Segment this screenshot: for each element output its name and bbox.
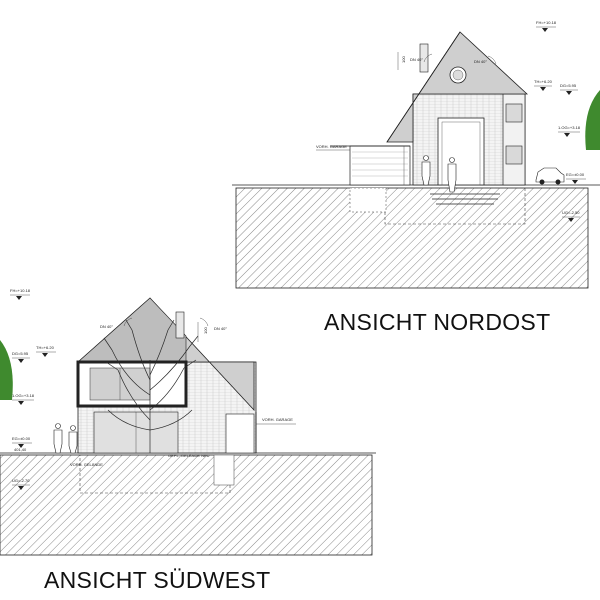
suedwest-chimney [175, 311, 185, 339]
nordost-entry [437, 117, 485, 186]
nordost-level-eg: EG=±0.00 [566, 172, 586, 184]
suedwest-garage-label: VORH. GARAGE [262, 417, 293, 422]
suedwest-level-dg: DG=5.95 [12, 351, 30, 363]
nordost-person-2 [447, 157, 457, 193]
suedwest-level-ug: UG=-2.70 [12, 478, 30, 490]
svg-text:FH=+10.18: FH=+10.18 [10, 288, 31, 293]
nordost-window-lower [505, 145, 523, 165]
suedwest-soil [0, 454, 373, 556]
elevation-suedwest: VORH. GARAGE VORH. GELÄNDE G [0, 288, 376, 593]
suedwest-person-2 [68, 425, 78, 454]
nordost-level-dg: DG=5.95 [560, 83, 578, 95]
svg-text:UG=-2.70: UG=-2.70 [12, 478, 30, 483]
nordost-soil [235, 187, 589, 289]
nordost-garage-label: VORH. GARAGE [316, 144, 347, 149]
nordost-garage [349, 145, 411, 186]
nordost-dimension: 100 [401, 56, 406, 63]
suedwest-basement-outline [79, 454, 231, 494]
svg-text:TH=+6.20: TH=+6.20 [36, 345, 55, 350]
nordost-tree [585, 90, 600, 150]
nordost-chimney [419, 43, 429, 73]
elevation-nordost: VORH. GARAGE DN 40° DN 40° 100 [232, 20, 600, 335]
svg-text:EG=±0.00: EG=±0.00 [12, 436, 31, 441]
suedwest-dimension: 100 [203, 327, 208, 334]
suedwest-title: ANSICHT SÜDWEST [44, 567, 270, 593]
suedwest-person-1 [53, 423, 63, 454]
svg-text:1.OG=+3.18: 1.OG=+3.18 [12, 393, 35, 398]
svg-text:UG=-2.50: UG=-2.50 [562, 210, 580, 215]
nordost-level-og: 1.OG=+3.18 [558, 125, 581, 137]
nordost-basement-outline [384, 187, 526, 225]
suedwest-level-og: 1.OG=+3.18 [12, 393, 35, 405]
svg-text:DG=5.95: DG=5.95 [12, 351, 29, 356]
nordost-window-upper [505, 103, 523, 123]
svg-text:1.OG=+3.18: 1.OG=+3.18 [558, 125, 581, 130]
nordost-dn-left: DN 40° [410, 57, 423, 62]
suedwest-dn-left: DN 40° [100, 324, 113, 329]
suedwest-light-well [213, 454, 235, 486]
suedwest-tree [103, 319, 199, 453]
suedwest-side-door [225, 413, 255, 454]
nordost-level-ug: UG=-2.50 [562, 210, 580, 222]
suedwest-bush [0, 340, 13, 400]
nordost-level-fh: FH=+10.18 [536, 20, 557, 32]
suedwest-level-fh: FH=+10.18 [10, 288, 31, 300]
nordost-title: ANSICHT NORDOST [324, 309, 550, 335]
svg-text:EG=±0.00: EG=±0.00 [566, 172, 585, 177]
suedwest-level-eg: EG=±0.00 401,40 [12, 436, 32, 452]
nordost-level-th: TH=+6.20 [534, 79, 553, 91]
svg-text:TH=+6.20: TH=+6.20 [534, 79, 553, 84]
svg-text:401,40: 401,40 [14, 447, 27, 452]
suedwest-gelaende-label: VORH. GELÄNDE [70, 462, 103, 467]
nordost-garage-foundation [349, 187, 387, 213]
nordost-car [535, 167, 565, 185]
suedwest-gelaende-neu-label: GEPL. GELÄNDE NEU [168, 453, 210, 458]
svg-text:FH=+10.18: FH=+10.18 [536, 20, 557, 25]
nordost-person-1 [421, 155, 431, 186]
suedwest-dn-right: DN 40° [214, 326, 227, 331]
suedwest-level-th: TH=+6.20 [36, 345, 56, 357]
svg-text:DG=5.95: DG=5.95 [560, 83, 577, 88]
nordost-dn-right: DN 40° [474, 59, 487, 64]
